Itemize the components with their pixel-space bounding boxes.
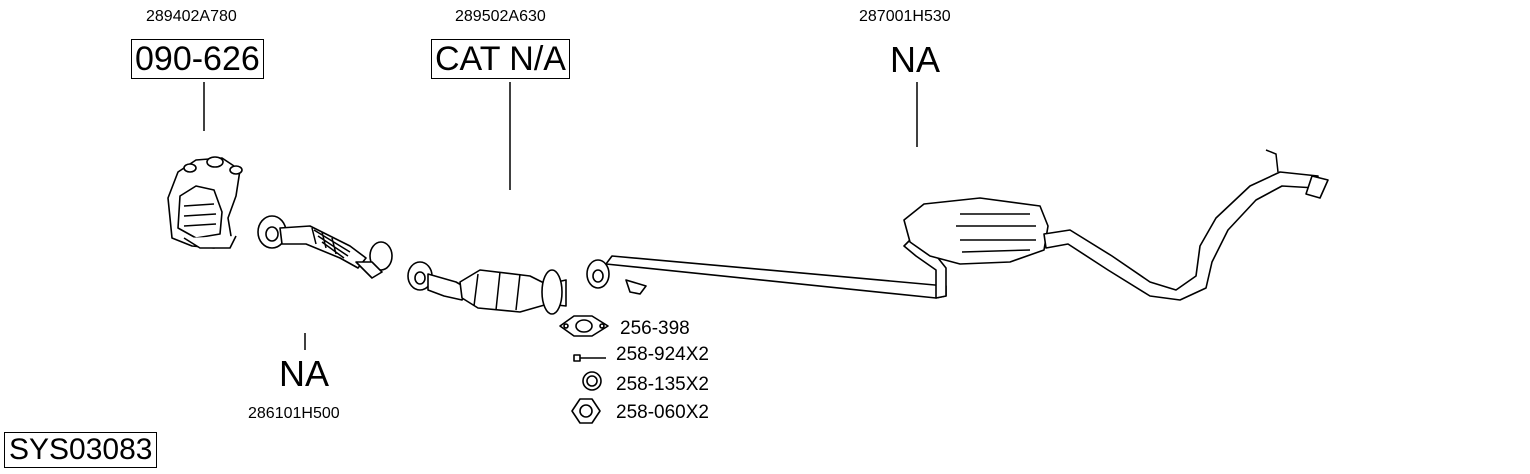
front-cat-oem-number: 289402A780 bbox=[146, 8, 237, 25]
rear-silencer-illustration bbox=[903, 149, 1329, 301]
ring-icon bbox=[582, 371, 602, 391]
accessory-label-gasket[interactable]: 256-398 bbox=[620, 318, 690, 339]
accessory-label-ring[interactable]: 258-135X2 bbox=[616, 374, 709, 395]
front-pipe-part-code: NA bbox=[279, 353, 330, 394]
nut-icon bbox=[571, 398, 601, 424]
accessory-label-bolt[interactable]: 258-924X2 bbox=[616, 344, 709, 365]
system-code: SYS03083 bbox=[4, 432, 158, 468]
mid-cat-part-code[interactable]: CAT N/A bbox=[431, 39, 570, 79]
accessory-label-nut[interactable]: 258-060X2 bbox=[616, 402, 709, 423]
gasket-icon bbox=[559, 315, 609, 337]
front-cat-part-code[interactable]: 090-626 bbox=[131, 39, 264, 79]
rear-silencer-oem-number: 287001H530 bbox=[859, 8, 951, 25]
rear-silencer-part-code: NA bbox=[890, 39, 941, 80]
mid-cat-illustration bbox=[407, 261, 567, 315]
front-pipe-illustration bbox=[257, 215, 393, 279]
mid-cat-oem-number: 289502A630 bbox=[455, 8, 546, 25]
front-pipe-oem-number: 286101H500 bbox=[248, 405, 340, 422]
middle-pipe-illustration bbox=[586, 255, 947, 299]
accessory-icons bbox=[559, 315, 609, 424]
front-cat-illustration bbox=[167, 156, 243, 249]
bolt-icon bbox=[573, 354, 606, 362]
